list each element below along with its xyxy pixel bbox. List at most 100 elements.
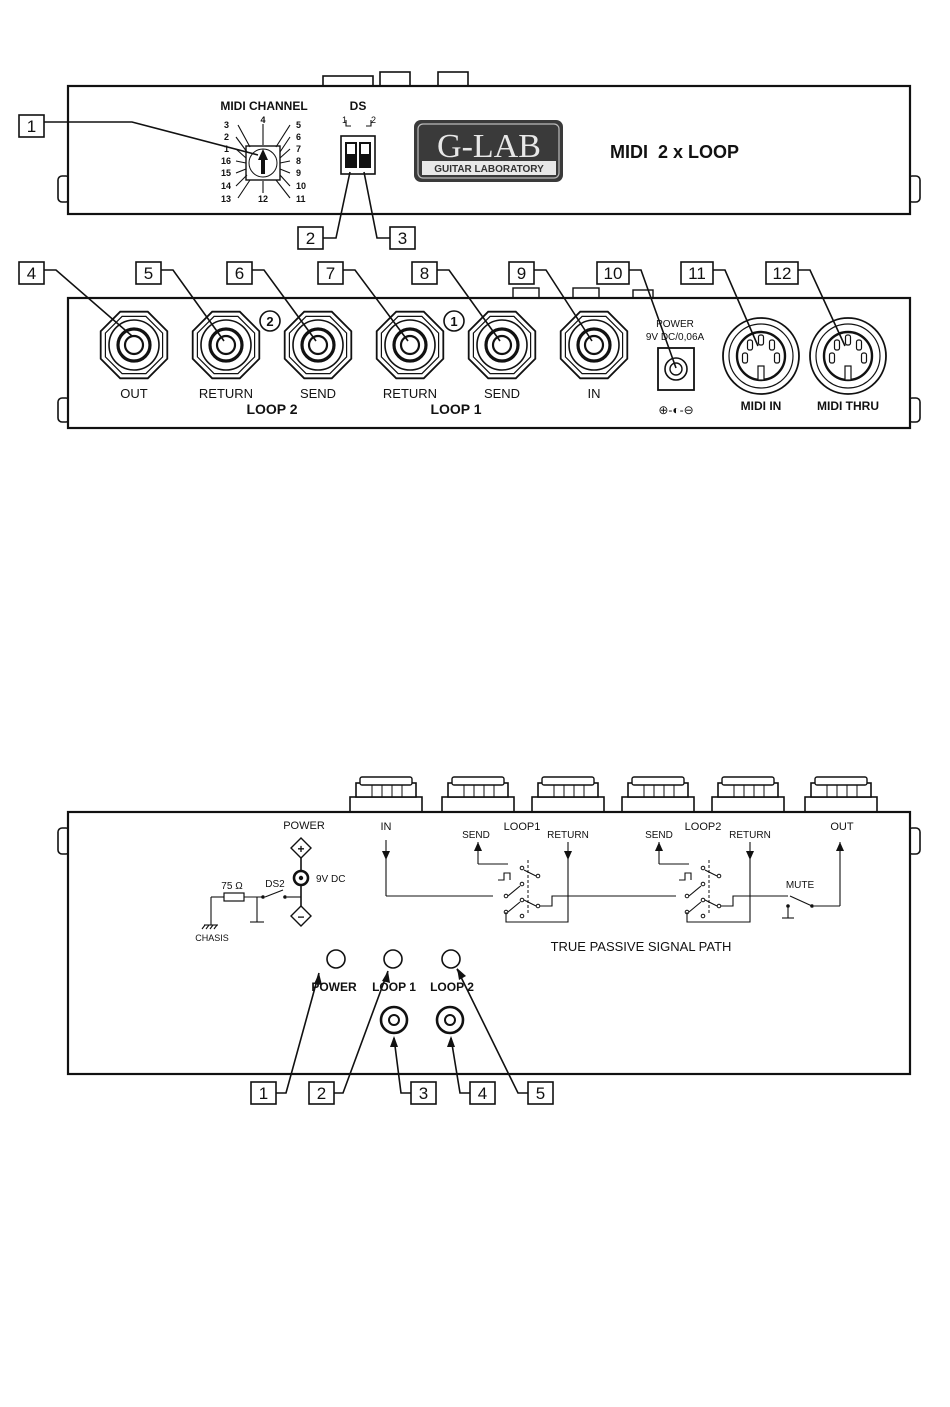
signal-path-schematic: IN LOOP1 LOOP2 SEND RETURN SEND RETURN O… xyxy=(381,821,854,954)
jack-return1[interactable] xyxy=(375,310,445,380)
plus-symbol: + xyxy=(297,842,304,856)
dial-num: 16 xyxy=(221,156,231,166)
callout-12: 12 xyxy=(773,264,792,283)
led-loop1-label: LOOP 1 xyxy=(372,980,416,994)
power-label: POWER xyxy=(656,319,694,330)
dial-num: 10 xyxy=(296,181,306,191)
dial-num: 1 xyxy=(224,144,229,154)
logo-sub: GUITAR LABORATORY xyxy=(434,164,544,175)
dial-num: 7 xyxy=(296,144,301,154)
dial-num: 15 xyxy=(221,168,231,178)
schem-loop1-label: LOOP1 xyxy=(504,821,541,833)
bottom-jack-tops xyxy=(349,776,878,814)
loop1-label: LOOP 1 xyxy=(430,401,481,417)
dial-num: 14 xyxy=(221,181,231,191)
callout-6: 6 xyxy=(235,264,244,283)
jack-top xyxy=(349,776,423,814)
schem-mute-label: MUTE xyxy=(786,880,815,891)
jack-top xyxy=(441,776,515,814)
b-callout-5: 5 xyxy=(536,1084,545,1103)
jack-top xyxy=(531,776,605,814)
rear-panel: OUT RETURN SEND RETURN SEND IN LOOP 2 LO… xyxy=(57,287,921,430)
callout-10: 10 xyxy=(604,264,623,283)
dial-num: 8 xyxy=(296,156,301,166)
jack-send2[interactable] xyxy=(283,310,353,380)
status-leds: POWER LOOP 1 LOOP 2 xyxy=(311,949,474,994)
jack-out[interactable] xyxy=(99,310,169,380)
callout-7: 7 xyxy=(326,264,335,283)
b-callout-2: 2 xyxy=(317,1084,326,1103)
signal-path-label: TRUE PASSIVE SIGNAL PATH xyxy=(551,939,732,954)
midi-channel-dial: 3 4 5 2 6 1 7 16 8 15 9 14 10 13 12 11 xyxy=(221,115,306,204)
jack-label-in: IN xyxy=(588,386,601,401)
top-enclosure xyxy=(66,84,912,216)
ds-pos-1: 1 xyxy=(342,115,347,125)
power-schematic: + − 9V DC 75 Ω DS2 CHASIS xyxy=(195,837,345,943)
jack-label-send1: SEND xyxy=(484,386,520,401)
callout-2: 2 xyxy=(306,229,315,248)
callout-1: 1 xyxy=(27,117,36,136)
led-power-label: POWER xyxy=(311,980,357,994)
bottom-callouts: 1 2 3 4 5 xyxy=(250,968,554,1105)
schem-send1: SEND xyxy=(462,830,490,841)
jack-label-out: OUT xyxy=(120,386,148,401)
callout-5: 5 xyxy=(144,264,153,283)
b-callout-4: 4 xyxy=(478,1084,487,1103)
dc-power-jack xyxy=(657,347,695,391)
led-loop2-label: LOOP 2 xyxy=(430,980,474,994)
loop2-badge: 2 xyxy=(266,314,273,329)
jack-top xyxy=(804,776,878,814)
jack-label-send2: SEND xyxy=(300,386,336,401)
schem-loop2-label: LOOP2 xyxy=(685,821,722,833)
dc-label: 9V DC xyxy=(316,874,345,885)
dip-switch xyxy=(340,135,376,175)
callout-11: 11 xyxy=(688,264,706,283)
midi-channel-label: MIDI CHANNEL xyxy=(220,99,307,113)
jack-send1[interactable] xyxy=(467,310,537,380)
schem-power-label: POWER xyxy=(283,820,325,832)
top-panel: MIDI CHANNEL xyxy=(57,71,921,216)
top-callouts: 1 2 3 xyxy=(18,114,416,250)
glab-logo: G-LAB GUITAR LABORATORY xyxy=(414,120,563,182)
midi-thru-socket[interactable] xyxy=(809,317,887,395)
dial-num: 4 xyxy=(260,115,265,125)
jack-label-return1: RETURN xyxy=(383,386,437,401)
ds-label: DS xyxy=(350,99,367,113)
dial-num: 13 xyxy=(221,194,231,204)
loop1-badge: 1 xyxy=(450,314,457,329)
schem-send2: SEND xyxy=(645,830,673,841)
product-name: MIDI 2 x LOOP xyxy=(610,142,739,162)
ds-pos-2: 2 xyxy=(371,115,376,125)
callout-4: 4 xyxy=(27,264,36,283)
led-loop2 xyxy=(441,949,461,969)
jack-label-return2: RETURN xyxy=(199,386,253,401)
dial-num: 6 xyxy=(296,132,301,142)
midi-thru-label: MIDI THRU xyxy=(817,399,879,413)
resistor-label: 75 Ω xyxy=(221,881,243,892)
dial-num: 5 xyxy=(296,120,301,130)
schem-out-label: OUT xyxy=(830,821,854,833)
schem-in-label: IN xyxy=(381,821,392,833)
jack-group xyxy=(99,310,629,380)
jack-return2[interactable] xyxy=(191,310,261,380)
jack-top xyxy=(621,776,695,814)
schem-return1: RETURN xyxy=(547,830,589,841)
midi-in-label: MIDI IN xyxy=(741,399,782,413)
logo-main: G-LAB xyxy=(437,128,541,165)
loop2-label: LOOP 2 xyxy=(246,401,297,417)
midi-sockets xyxy=(722,317,887,395)
power-spec: 9V DC/0,06A xyxy=(646,332,705,343)
led-loop1 xyxy=(383,949,403,969)
ds2-label: DS2 xyxy=(265,879,285,890)
callout-9: 9 xyxy=(517,264,526,283)
led-power xyxy=(326,949,346,969)
callout-8: 8 xyxy=(420,264,429,283)
dial-num: 12 xyxy=(258,194,268,204)
midi-in-socket[interactable] xyxy=(722,317,800,395)
bottom-panel: POWER + − 9V DC 75 Ω DS2 C xyxy=(57,776,921,1076)
dial-num: 3 xyxy=(224,120,229,130)
bottom-enclosure xyxy=(66,810,912,1076)
jack-in[interactable] xyxy=(559,310,629,380)
